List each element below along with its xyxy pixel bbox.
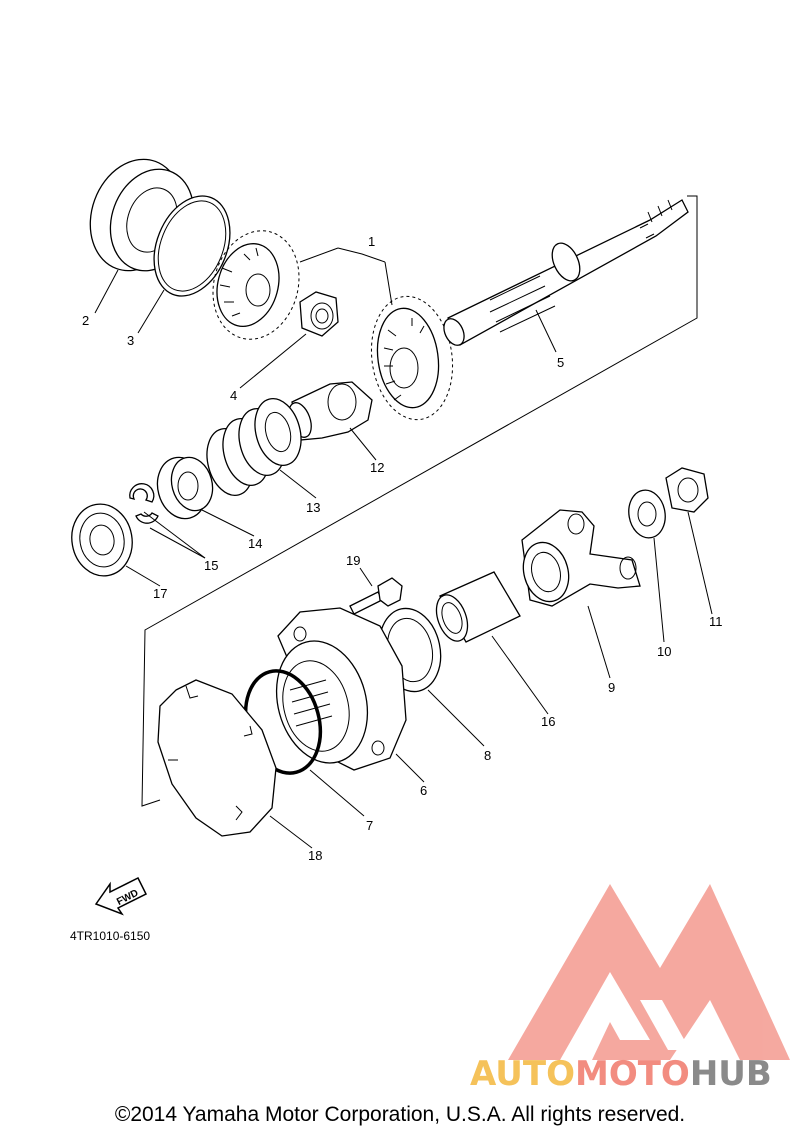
- callout-8: 8: [484, 748, 491, 763]
- bevel-gear-part-1-b: [370, 295, 454, 421]
- callout-numbers: 1 2 3 4 5 6 7 8 9 10 11 12 13 14 15 16 1…: [82, 234, 723, 863]
- sleeve-part-16: [435, 571, 521, 643]
- shim-plate-part-18: [157, 679, 277, 837]
- watermark-moto: MOTO: [574, 1054, 690, 1094]
- assembly-outline: [141, 195, 698, 807]
- diagram-code: 4TR1010-6150: [70, 929, 151, 943]
- yoke-part-9: [521, 509, 641, 607]
- callout-16: 16: [541, 714, 555, 729]
- bearing-part-17: [71, 503, 133, 577]
- leader-lines: [94, 269, 713, 849]
- callout-11: 11: [709, 614, 723, 629]
- callout-18: 18: [308, 848, 322, 863]
- callout-13: 13: [306, 500, 320, 515]
- callout-17: 17: [153, 586, 167, 601]
- nut-part-11: [665, 467, 709, 513]
- washer-part-10: [628, 489, 666, 539]
- callout-12: 12: [370, 460, 384, 475]
- callout-19: 19: [346, 553, 360, 568]
- watermark-hub: HUB: [689, 1054, 772, 1094]
- watermark-text: AUTOMOTOHUB: [470, 1054, 772, 1094]
- callout-6: 6: [420, 783, 427, 798]
- spring-part-13: [206, 398, 302, 496]
- watermark-auto: AUTO: [470, 1054, 575, 1094]
- callout-2: 2: [82, 313, 89, 328]
- callout-3: 3: [127, 333, 134, 348]
- clips-part-15: [129, 483, 159, 524]
- bolt-part-19: [349, 577, 403, 615]
- callout-5: 5: [557, 355, 564, 370]
- forward-arrow-icon: FWD: [94, 876, 148, 916]
- callout-7: 7: [366, 818, 373, 833]
- callout-4: 4: [230, 388, 237, 403]
- bevel-gear-part-1-a: [212, 230, 300, 340]
- callout-9: 9: [608, 680, 615, 695]
- housing-part-6: [275, 607, 407, 771]
- callout-10: 10: [657, 644, 671, 659]
- copyright-notice: ©2014 Yamaha Motor Corporation, U.S.A. A…: [114, 1103, 686, 1126]
- automotohub-logo: [508, 884, 790, 1060]
- collar-part-14: [156, 456, 214, 520]
- callout-1: 1: [368, 234, 375, 249]
- callout-15: 15: [204, 558, 218, 573]
- callout-14: 14: [248, 536, 262, 551]
- shaft-part-5: [443, 199, 689, 346]
- nut-part-4: [299, 291, 339, 337]
- ring-part-3: [153, 195, 231, 297]
